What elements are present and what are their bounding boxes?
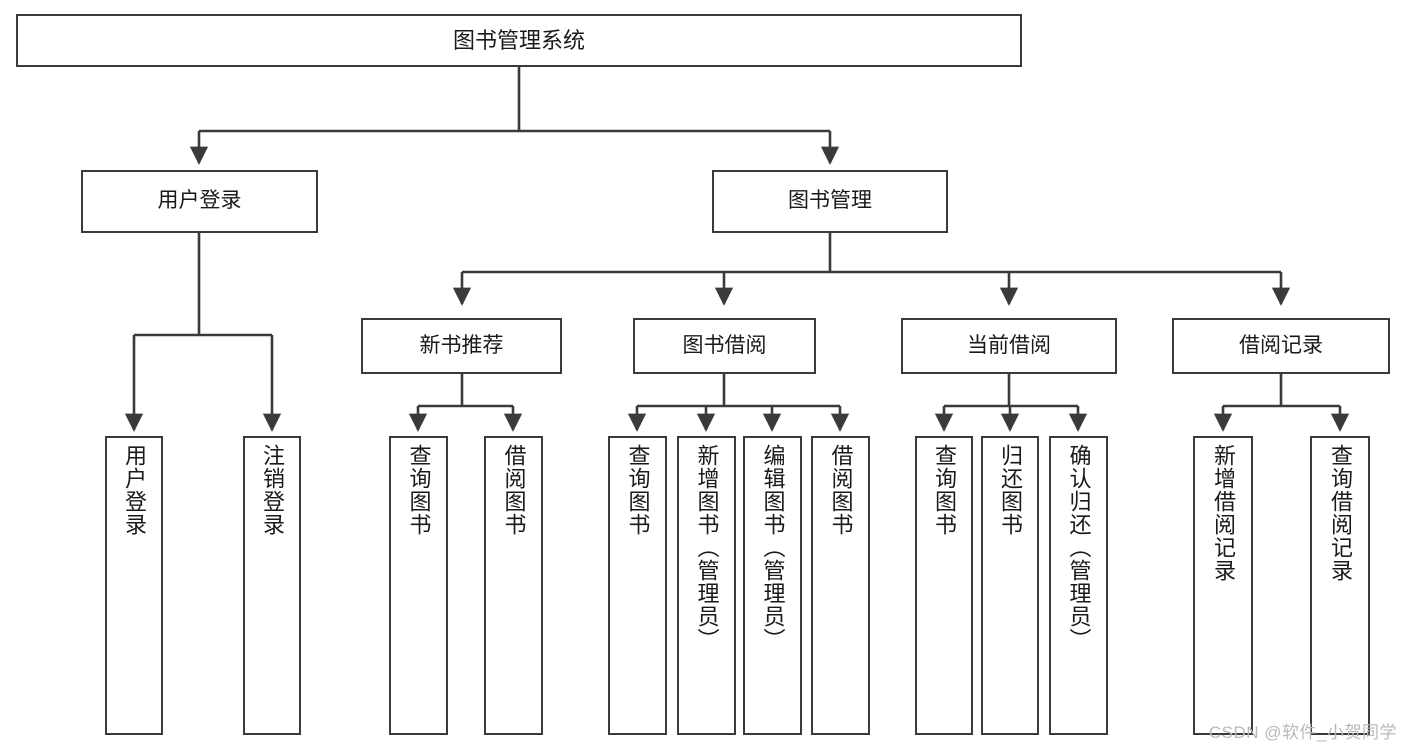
node-current-borrow[interactable]: 当前借阅 — [901, 318, 1117, 374]
leaf-return-book-label: 归还图书 — [998, 444, 1023, 536]
leaf-query-book-current-label: 查询图书 — [932, 444, 957, 536]
leaf-confirm-return-admin-label: 确认归还（管理员） — [1066, 444, 1092, 651]
node-borrow-records[interactable]: 借阅记录 — [1172, 318, 1390, 374]
leaf-add-book-admin-label: 新增图书（管理员） — [694, 444, 720, 651]
node-user-login[interactable]: 用户登录 — [81, 170, 318, 233]
node-new-book-recommend-label: 新书推荐 — [419, 333, 504, 357]
leaf-add-book-admin[interactable]: 新增图书（管理员） — [677, 436, 736, 735]
leaf-logout[interactable]: 注销登录 — [243, 436, 301, 735]
node-current-borrow-label: 当前借阅 — [967, 333, 1051, 357]
leaf-query-book-borrow[interactable]: 查询图书 — [608, 436, 667, 735]
leaf-query-borrow-record-label: 查询借阅记录 — [1328, 444, 1353, 582]
node-book-management-label: 图书管理 — [788, 189, 872, 213]
node-root[interactable]: 图书管理系统 — [16, 14, 1022, 67]
leaf-user-login-label: 用户登录 — [122, 444, 147, 536]
leaf-return-book[interactable]: 归还图书 — [981, 436, 1039, 735]
leaf-logout-label: 注销登录 — [260, 444, 285, 536]
leaf-query-book-borrow-label: 查询图书 — [625, 444, 651, 536]
node-book-borrow[interactable]: 图书借阅 — [633, 318, 816, 374]
leaf-query-book-newbook-label: 查询图书 — [406, 444, 432, 536]
leaf-add-borrow-record-label: 新增借阅记录 — [1211, 444, 1236, 582]
node-user-login-label: 用户登录 — [157, 189, 242, 213]
node-new-book-recommend[interactable]: 新书推荐 — [361, 318, 562, 374]
leaf-borrow-book-newbook[interactable]: 借阅图书 — [484, 436, 543, 735]
node-book-borrow-label: 图书借阅 — [682, 333, 767, 357]
node-root-label: 图书管理系统 — [452, 27, 585, 53]
leaf-borrow-book[interactable]: 借阅图书 — [811, 436, 870, 735]
leaf-edit-book-admin[interactable]: 编辑图书（管理员） — [743, 436, 802, 735]
leaf-query-book-newbook[interactable]: 查询图书 — [389, 436, 448, 735]
leaf-borrow-book-label: 借阅图书 — [828, 444, 854, 536]
leaf-add-borrow-record[interactable]: 新增借阅记录 — [1193, 436, 1253, 735]
leaf-user-login[interactable]: 用户登录 — [105, 436, 163, 735]
node-borrow-records-label: 借阅记录 — [1239, 333, 1323, 357]
leaf-query-book-current[interactable]: 查询图书 — [915, 436, 973, 735]
leaf-borrow-book-newbook-label: 借阅图书 — [501, 444, 527, 536]
leaf-confirm-return-admin[interactable]: 确认归还（管理员） — [1049, 436, 1108, 735]
leaf-query-borrow-record[interactable]: 查询借阅记录 — [1310, 436, 1370, 735]
node-book-management[interactable]: 图书管理 — [712, 170, 948, 233]
leaf-edit-book-admin-label: 编辑图书（管理员） — [760, 444, 786, 651]
